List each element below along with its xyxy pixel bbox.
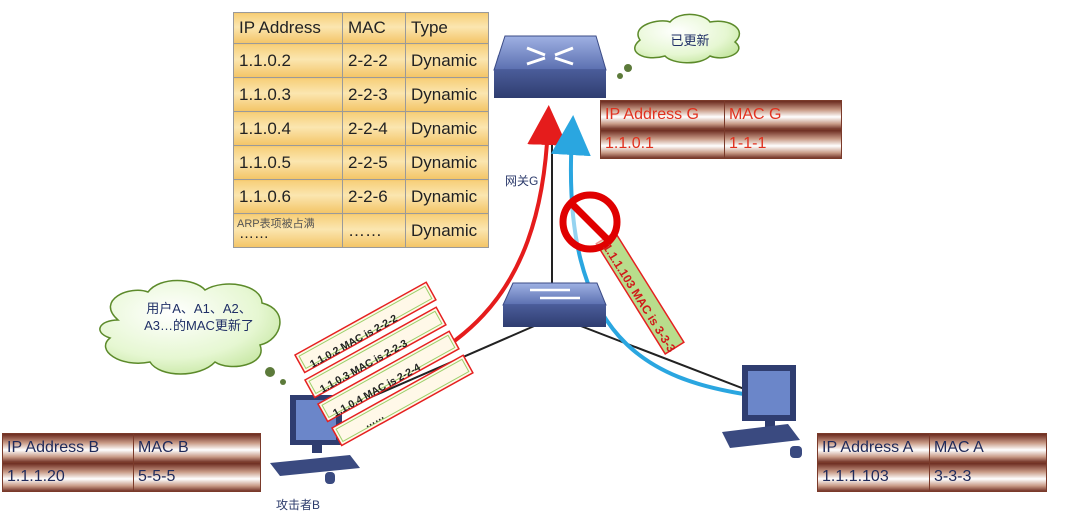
cell-mac: 2-2-2: [342, 43, 406, 78]
table-row: 1.1.0.5 2-2-5 Dynamic: [233, 145, 489, 180]
cell-type: Dynamic: [405, 213, 489, 248]
header-type: Type: [405, 12, 489, 44]
cell-mac: ……: [342, 213, 406, 248]
router-icon: [493, 35, 607, 98]
table-row-full: ARP表项被占满 …… …… Dynamic: [233, 213, 489, 248]
cell-ip: 1.1.0.6: [233, 179, 343, 214]
table-row: 1.1.0.4 2-2-4 Dynamic: [233, 111, 489, 146]
header-ip: IP Address: [233, 12, 343, 44]
packet-2: [303, 306, 447, 399]
cell-ip: 1.1.0.2: [233, 43, 343, 78]
attacker-cloud: [99, 279, 286, 385]
arp-table: IP Address MAC Type 1.1.0.2 2-2-2 Dynami…: [233, 12, 489, 248]
cell-ip: 1.1.0.4: [233, 111, 343, 146]
table-row: 1.1.0.6 2-2-6 Dynamic: [233, 179, 489, 214]
link-switch-usera: [559, 317, 761, 396]
cell-type: Dynamic: [405, 111, 489, 146]
packet-3: [316, 330, 460, 423]
cell-ip: 1.1.0.3: [233, 77, 343, 112]
ip-ellipsis: ……: [239, 225, 269, 242]
user-a-computer-icon: [722, 365, 802, 458]
table-row: 1.1.0.3 2-2-3 Dynamic: [233, 77, 489, 112]
table-row: 1.1.0.2 2-2-2 Dynamic: [233, 43, 489, 78]
cell-ip-full: ARP表项被占满 ……: [233, 213, 343, 248]
header-mac: MAC: [342, 12, 406, 44]
cell-ip: 1.1.0.5: [233, 145, 343, 180]
packet-4: [330, 354, 474, 447]
cell-mac: 2-2-5: [342, 145, 406, 180]
arp-full-note: ARP表项被占满: [237, 218, 315, 230]
cell-type: Dynamic: [405, 179, 489, 214]
blocked-packet: [595, 230, 685, 355]
cell-type: Dynamic: [405, 43, 489, 78]
cell-mac: 2-2-3: [342, 77, 406, 112]
attack-packets: [293, 281, 474, 447]
switch-icon: [502, 282, 607, 327]
packet-1: [293, 281, 437, 374]
cell-type: Dynamic: [405, 77, 489, 112]
arp-table-header: IP Address MAC Type: [233, 12, 489, 44]
prohibited-icon: [559, 191, 621, 253]
gateway-cloud: [617, 13, 741, 79]
cell-mac: 2-2-6: [342, 179, 406, 214]
cell-type: Dynamic: [405, 145, 489, 180]
cell-mac: 2-2-4: [342, 111, 406, 146]
